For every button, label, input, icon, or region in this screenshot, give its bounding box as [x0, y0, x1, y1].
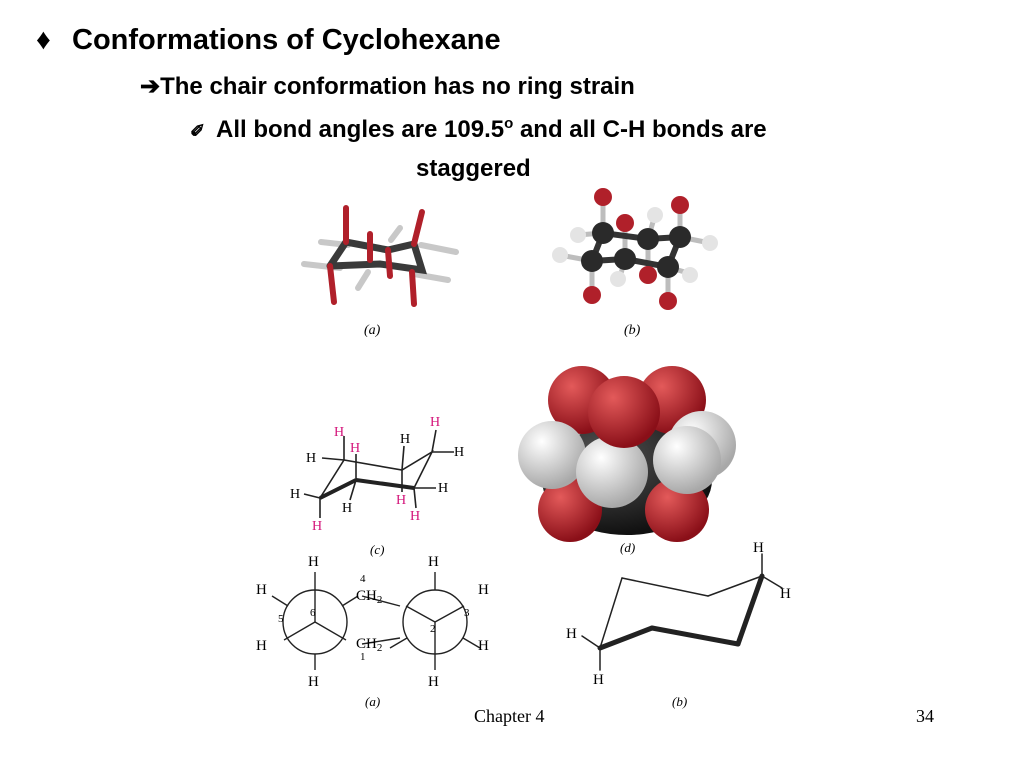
diamond-bullet-icon: ♦	[36, 24, 51, 56]
figure-label: (c)	[370, 542, 384, 557]
point1-text: The chair conformation has no ring strai…	[160, 73, 635, 100]
title-text: Conformations of Cyclohexane	[72, 24, 501, 56]
pencil-bullet-icon: ✐	[190, 121, 206, 141]
h-label: H	[308, 674, 319, 690]
carbon-number: 3	[464, 607, 470, 619]
carbon-number: 1	[360, 651, 366, 663]
figure-label: (a)	[365, 694, 380, 709]
h-label: H	[400, 432, 410, 447]
figure-ball-stick-model: (b)	[552, 188, 718, 338]
ch2-subscript: 2	[377, 642, 383, 654]
h-label: H	[780, 586, 791, 602]
slide-title: ♦ Conformations of Cyclohexane	[36, 24, 501, 57]
point2-text-a: All bond angles are 109.5	[216, 116, 505, 143]
h-label: H	[256, 638, 267, 654]
carbon-number: 6	[310, 607, 316, 619]
point-chair-no-strain: ➔The chair conformation has no ring stra…	[140, 72, 635, 101]
carbon-number: 5	[278, 613, 284, 625]
h-label: H	[410, 509, 420, 524]
h-label: H	[566, 626, 577, 642]
h-label: H	[438, 481, 448, 496]
h-label: H	[478, 638, 489, 654]
arrow-bullet-icon: ➔	[140, 73, 161, 100]
h-label: H	[430, 415, 440, 430]
h-label: H	[350, 441, 360, 456]
h-label: H	[478, 582, 489, 598]
figure-newman-projection: H H H H H H H H CH2 CH2 6 2 5 3 4 1 (a)	[256, 554, 489, 709]
figure-label: (b)	[672, 694, 687, 709]
h-label: H	[290, 487, 300, 502]
page-number: 34	[916, 706, 934, 726]
h-label: H	[428, 554, 439, 570]
carbon-number: 4	[360, 573, 366, 585]
point-bond-angles: ✐ All bond angles are 109.5o and all C-H …	[190, 115, 767, 144]
h-label: H	[428, 674, 439, 690]
h-label: H	[334, 425, 344, 440]
h-label: H	[342, 501, 352, 516]
h-label: H	[256, 582, 267, 598]
ch2-subscript: 2	[377, 594, 383, 606]
h-label: H	[454, 445, 464, 460]
figure-stick-model: (a)	[301, 205, 459, 338]
figure-space-filling-model: (d)	[518, 366, 736, 555]
figure-label: (b)	[624, 323, 641, 338]
footer-chapter: Chapter 4	[474, 706, 545, 726]
svg-text:CH2: CH2	[356, 588, 382, 606]
figure-label: (a)	[364, 323, 381, 338]
point2-text-b: and all C-H bonds are	[513, 116, 767, 143]
figure-label: (d)	[620, 540, 635, 555]
point-bond-angles-continued: staggered	[416, 155, 531, 182]
ch2-label: CH	[356, 636, 377, 652]
ch2-label: CH	[356, 588, 377, 604]
h-label: H	[753, 540, 764, 556]
h-label: H	[308, 554, 319, 570]
figure-chair-skeleton: H H H H (b)	[566, 540, 791, 709]
figure-chair-line-drawing: H H H H H H H H H H H H (c)	[290, 415, 464, 557]
h-label: H	[593, 672, 604, 688]
carbon-number: 2	[430, 623, 436, 635]
h-label: H	[396, 493, 406, 508]
degree-superscript: o	[504, 115, 514, 132]
svg-text:CH2: CH2	[356, 636, 382, 654]
h-label: H	[312, 519, 322, 534]
h-label: H	[306, 451, 316, 466]
